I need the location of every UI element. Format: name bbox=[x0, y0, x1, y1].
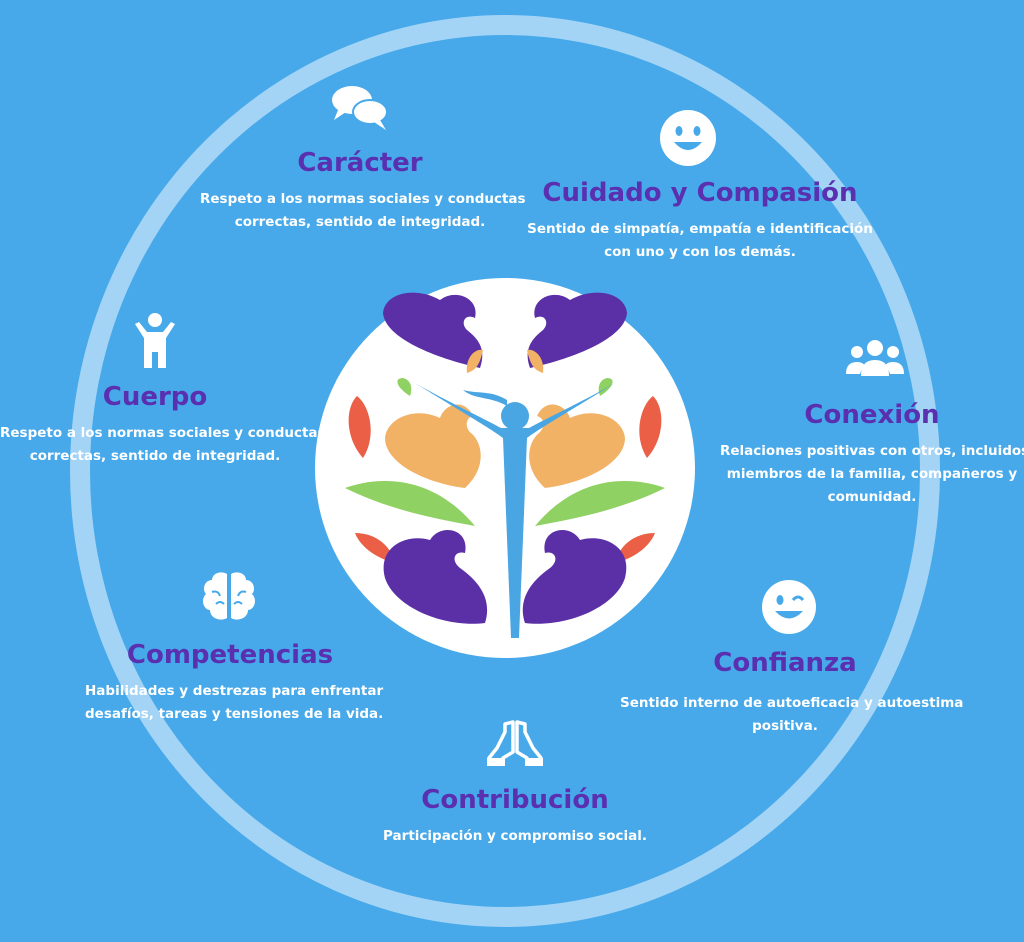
competencias-desc: Habilidades y destrezas para enfrentar d… bbox=[85, 680, 384, 726]
cuerpo-desc: Respeto a los normas sociales y conducta… bbox=[0, 422, 326, 468]
contribucion-title: Contribución bbox=[421, 785, 609, 815]
cuidado-block: Cuidado y Compasión Sentido de simpatía,… bbox=[520, 178, 880, 264]
speech-bubbles-icon bbox=[332, 86, 388, 130]
caracter-block: Carácter Respeto a los normas sociales y… bbox=[200, 148, 526, 234]
competencias-desc-line-2: desafíos, tareas y tensiones de la vida. bbox=[85, 706, 384, 722]
cuerpo-title: Cuerpo bbox=[102, 382, 208, 412]
cuidado-desc: Sentido de simpatía, empatía e identific… bbox=[520, 218, 880, 264]
wink-icon bbox=[762, 580, 816, 634]
caracter-desc: Respeto a los normas sociales y conducta… bbox=[200, 188, 526, 234]
center-logo-disc bbox=[315, 278, 695, 658]
confianza-desc-line-1: Sentido interno de autoeficacia y autoes… bbox=[620, 695, 964, 711]
conexion-desc-line-3: comunidad. bbox=[827, 489, 917, 505]
competencias-desc-line-1: Habilidades y destrezas para enfrentar bbox=[85, 683, 384, 699]
cuerpo-block: Cuerpo Respeto a los normas sociales y c… bbox=[0, 382, 326, 468]
cuidado-title: Cuidado y Compasión bbox=[542, 178, 858, 208]
confianza-desc-line-2: positiva. bbox=[752, 718, 818, 734]
confianza-desc: Sentido interno de autoeficacia y autoes… bbox=[620, 692, 964, 738]
brain-icon bbox=[203, 572, 255, 620]
confianza-title: Confianza bbox=[713, 648, 857, 678]
caracter-title: Carácter bbox=[297, 148, 423, 178]
smiley-icon bbox=[660, 110, 716, 166]
confianza-block: Confianza Sentido interno de autoeficaci… bbox=[620, 648, 964, 738]
contribucion-desc-line-1: Participación y compromiso social. bbox=[383, 828, 647, 844]
conexion-desc-line-2: miembros de la familia, compañeros y bbox=[726, 466, 1018, 482]
competencias-block: Competencias Habilidades y destrezas par… bbox=[85, 640, 384, 726]
praying-hands-icon bbox=[487, 720, 543, 766]
caracter-desc-line-1: Respeto a los normas sociales y conducta… bbox=[200, 191, 526, 207]
conexion-desc: Relaciones positivas con otros, incluido… bbox=[720, 440, 1024, 509]
cuidado-desc-line-2: con uno y con los demás. bbox=[604, 244, 796, 260]
conexion-block: Conexión Relaciones positivas con otros,… bbox=[720, 400, 1024, 509]
contribucion-block: Contribución Participación y compromiso … bbox=[360, 785, 670, 848]
competencias-title: Competencias bbox=[126, 640, 334, 670]
caracter-desc-line-2: correctas, sentido de integridad. bbox=[234, 214, 486, 230]
center-logo-graphic bbox=[345, 292, 665, 638]
cuerpo-desc-line-1: Respeto a los normas sociales y conducta… bbox=[0, 425, 326, 441]
conexion-desc-line-1: Relaciones positivas con otros, incluido… bbox=[720, 443, 1024, 459]
cuerpo-desc-line-2: correctas, sentido de integridad. bbox=[29, 448, 281, 464]
contribucion-desc: Participación y compromiso social. bbox=[360, 825, 670, 848]
group-icon bbox=[846, 340, 904, 376]
cuidado-desc-line-1: Sentido de simpatía, empatía e identific… bbox=[527, 221, 873, 237]
conexion-title: Conexión bbox=[804, 400, 940, 430]
person-icon bbox=[135, 313, 175, 368]
